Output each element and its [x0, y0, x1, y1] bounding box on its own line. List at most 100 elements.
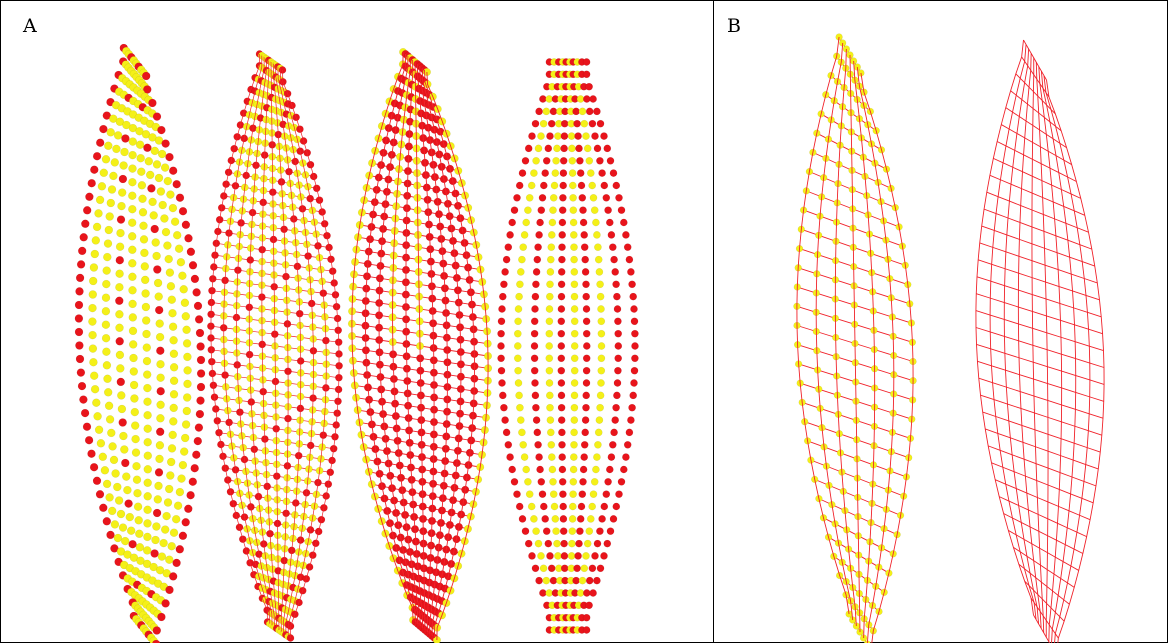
node-point	[153, 278, 163, 288]
node-point	[558, 440, 566, 449]
node-point	[545, 305, 554, 313]
node-point	[549, 576, 558, 585]
node-point	[144, 157, 154, 166]
node-point	[517, 268, 525, 276]
node-point	[88, 344, 98, 353]
node-point	[148, 98, 157, 108]
node-point	[498, 305, 506, 313]
node-point	[596, 391, 605, 400]
node-point	[570, 268, 579, 276]
node-point	[582, 366, 591, 375]
node-point	[542, 576, 551, 585]
node-point	[627, 268, 635, 276]
node-point	[622, 453, 630, 461]
node-point	[91, 236, 101, 245]
node-point	[531, 119, 540, 128]
node-point	[521, 156, 530, 165]
node-point	[560, 132, 569, 140]
node-point	[548, 465, 557, 474]
node-point	[121, 134, 130, 143]
node-point	[594, 428, 603, 437]
node-point	[131, 434, 140, 444]
node-point	[181, 312, 191, 321]
node-point	[532, 527, 540, 536]
node-point	[570, 292, 579, 301]
node-point	[530, 342, 539, 350]
node-point	[513, 193, 521, 202]
mesh-line	[1030, 597, 1059, 639]
node-point	[156, 414, 165, 423]
node-point	[589, 490, 598, 499]
node-point	[530, 329, 539, 338]
node-point	[534, 440, 542, 449]
node-point	[175, 545, 185, 554]
node-point	[88, 290, 98, 299]
node-point	[169, 528, 179, 537]
node-point	[546, 132, 554, 140]
node-point	[518, 428, 526, 437]
mesh-line	[282, 69, 340, 639]
node-point	[568, 169, 577, 177]
node-point	[519, 243, 528, 251]
node-point	[196, 355, 206, 365]
node-point	[155, 332, 165, 342]
node-point	[575, 144, 583, 153]
node-point	[587, 169, 595, 177]
node-point	[106, 530, 115, 540]
node-point	[582, 292, 591, 301]
node-point	[159, 538, 168, 548]
node-point	[547, 119, 556, 128]
node-point	[497, 317, 506, 326]
node-point	[196, 382, 206, 392]
node-point	[573, 564, 581, 573]
node-point	[168, 309, 177, 318]
node-point	[142, 370, 152, 379]
node-point	[597, 366, 606, 375]
node-point	[156, 400, 165, 409]
node-point	[558, 453, 567, 461]
node-point	[546, 416, 555, 424]
node-point	[606, 218, 614, 227]
node-point	[154, 305, 164, 315]
node-point	[570, 255, 578, 264]
node-point	[196, 369, 206, 378]
node-point	[610, 255, 618, 264]
mesh-line	[979, 242, 1098, 284]
node-point	[631, 329, 639, 338]
node-point	[162, 511, 171, 521]
node-point	[570, 329, 579, 338]
node-point	[89, 371, 99, 380]
node-point	[570, 305, 579, 313]
node-point	[518, 255, 526, 264]
node-point	[549, 490, 558, 499]
node-point	[155, 427, 165, 436]
node-point	[570, 243, 578, 251]
node-point	[572, 107, 580, 116]
node-point	[163, 241, 172, 250]
node-point	[629, 391, 638, 400]
mesh-line	[1001, 124, 1072, 165]
node-point	[557, 403, 566, 412]
node-point	[180, 298, 190, 307]
node-point	[557, 366, 566, 375]
node-point	[143, 424, 152, 433]
node-point	[157, 125, 166, 135]
node-point	[147, 184, 156, 193]
node-point	[530, 515, 538, 523]
node-point	[160, 525, 170, 534]
model-a2	[207, 50, 343, 642]
node-point	[128, 164, 137, 173]
node-point	[514, 342, 522, 350]
node-point	[151, 238, 160, 247]
panel-a-models	[74, 43, 639, 643]
node-point	[581, 268, 590, 276]
node-point	[569, 206, 578, 214]
node-point	[101, 293, 111, 302]
node-point	[182, 393, 192, 402]
node-point	[75, 273, 85, 283]
node-point	[585, 156, 594, 165]
mesh-line	[1043, 75, 1091, 643]
node-point	[102, 279, 111, 289]
mesh-line	[975, 310, 1104, 352]
node-point	[568, 515, 577, 523]
